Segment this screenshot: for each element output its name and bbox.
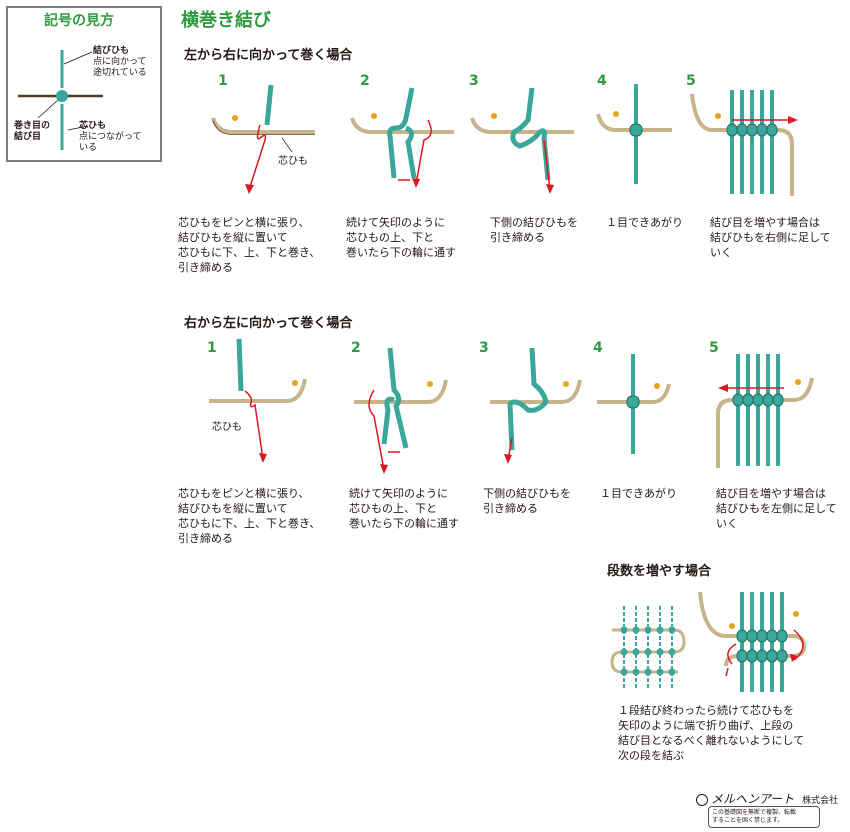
copyright-notice: この基礎図を無断で複製、転載 することを固く禁じます。 [708,806,820,828]
s2-core-label: 芯ひも [212,422,242,433]
s1-caption-1: 芯ひもをピンと横に張り、 結びひもを縦に置いて 芯ひもに下、上、下と巻き、 引き… [178,216,321,274]
s1-caption-4: １目できあがり [606,216,683,229]
s3-diagram-large [698,591,807,692]
s2-step5-diagram [716,354,814,468]
company-logo: メルヘンアート 株式会社 [696,790,838,807]
section1-heading: 左から右に向かって巻く場合 [184,48,353,63]
s1-core-label: 芯ひも [278,156,308,167]
s1-step3-diagram [470,87,574,194]
legend-musubi-label: 結びひも [93,46,130,56]
s2-step-2: 2 [351,340,361,356]
s2-step-5: 5 [709,340,719,356]
s1-step4-diagram [596,84,672,184]
legend-box [6,6,162,162]
s2-step-3: 3 [479,340,489,356]
company-suffix: 株式会社 [802,796,839,806]
legend-musubi-note: 点に向かって 途切れている [93,57,147,78]
s2-step4-diagram [597,354,671,454]
s2-step1-diagram [209,338,307,463]
company-logo-text: メルヘンアート [711,792,795,806]
s2-caption-2: 続けて矢印のように 芯ひもの上、下と 巻いたら下の輪に通す [349,487,459,530]
s2-caption-3: 下側の結びひもを 引き締める [483,487,571,515]
s1-step2-diagram [350,87,454,188]
s1-step5-diagram [690,90,798,196]
s1-step-5: 5 [686,73,696,89]
section2-heading: 右から左に向かって巻く場合 [184,316,353,331]
s2-step2-diagram [354,347,448,474]
s2-caption-4: １目できあがり [600,487,677,500]
s1-step-4: 4 [597,73,607,89]
s1-step1-diagram [211,84,315,194]
s1-step-3: 3 [469,73,479,89]
s1-caption-3: 下側の結びひもを 引き締める [490,216,578,244]
legend-knot-label: 巻き目の 結び目 [14,121,51,142]
logo-mark-icon [696,793,708,806]
legend-shin-note: 点につながって いる [79,132,142,153]
s3-diagram-small [610,606,686,688]
legend-shin-label: 芯ひも [79,121,107,131]
s1-step-1: 1 [218,73,228,89]
s1-caption-5: 結び目を増やす場合は 結びひもを右側に足して いく [710,216,831,259]
s1-step-2: 2 [360,73,370,89]
s1-caption-2: 続けて矢印のように 芯ひもの上、下と 巻いたら下の輪に通す [346,216,456,259]
s2-step-4: 4 [593,340,603,356]
s2-caption-1: 芯ひもをピンと横に張り、 結びひもを縦に置いて 芯ひもに下、上、下と巻き、 引き… [178,487,321,545]
s3-caption: １段結び終わったら続けて芯ひもを 矢印のように端で折り曲げ、上段の 結び目となる… [618,704,805,762]
legend-diagram [18,50,103,150]
s2-caption-5: 結び目を増やす場合は 結びひもを左側に足して いく [716,487,837,530]
legend-title: 記号の見方 [44,13,114,29]
page-title: 横巻き結び [181,10,271,31]
s2-step-1: 1 [207,340,217,356]
section3-heading: 段数を増やす場合 [607,564,712,579]
s2-step3-diagram [490,347,582,464]
